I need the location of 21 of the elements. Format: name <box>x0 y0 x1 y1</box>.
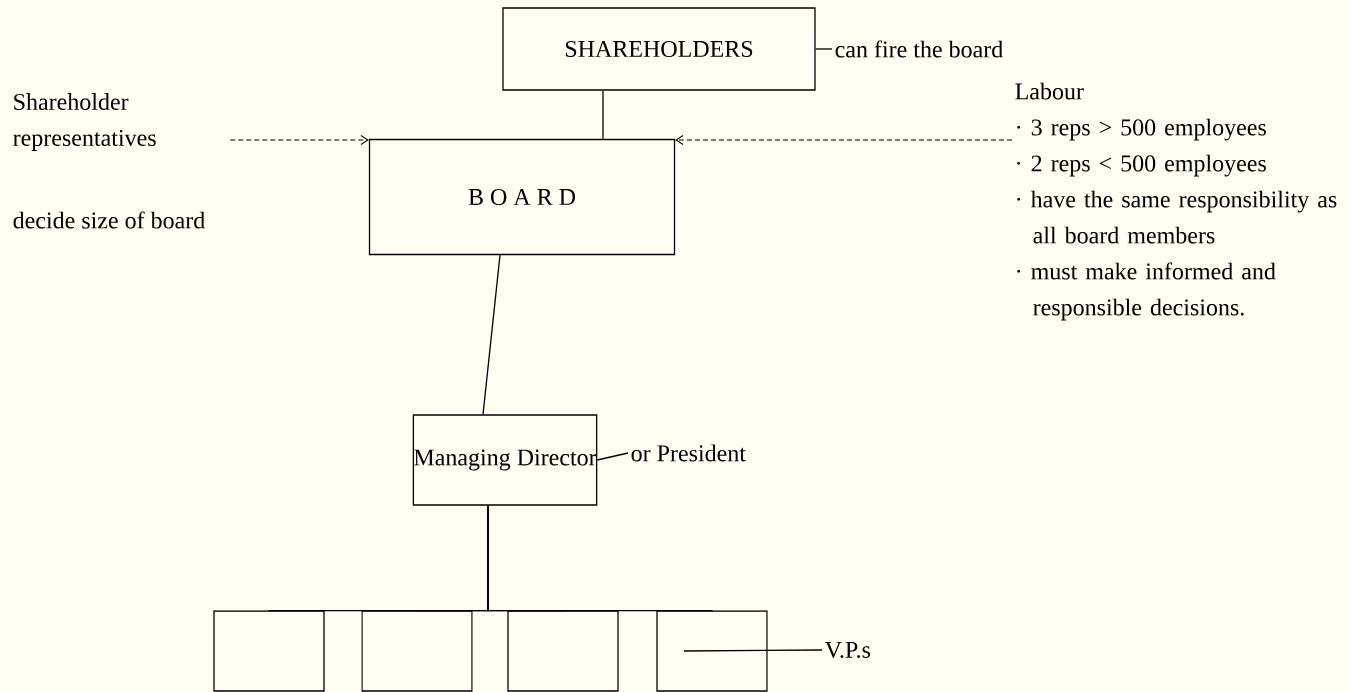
connector-line <box>487 505 713 612</box>
connector-line <box>815 48 833 50</box>
connector-line <box>602 90 604 140</box>
vp-box <box>213 610 325 692</box>
vp-box <box>656 610 768 692</box>
note-text: can fire the board <box>835 40 1003 58</box>
vp-box <box>361 610 473 692</box>
labour-text: Labour · 3 reps > 500 employees · 2 reps < 500 employees · have the same responsibility as all board members · must make informed and responsible decisions. <box>1015 82 1337 321</box>
shareholders-box: SHAREHOLDERS <box>502 7 816 91</box>
note-text: or President <box>631 444 746 462</box>
director-box: Managing Director <box>412 414 598 506</box>
connector-line <box>482 254 501 415</box>
vp-box <box>507 610 619 692</box>
note-text: V.P.s <box>824 641 871 659</box>
board-box: B O A R D <box>368 138 676 256</box>
note-text: decide size of board <box>13 211 205 229</box>
side-text: Shareholder representatives <box>13 93 156 151</box>
dashed-arrow <box>675 135 1013 145</box>
connector-line <box>596 452 629 461</box>
dashed-arrow <box>229 135 369 145</box>
connector-line <box>683 649 823 652</box>
